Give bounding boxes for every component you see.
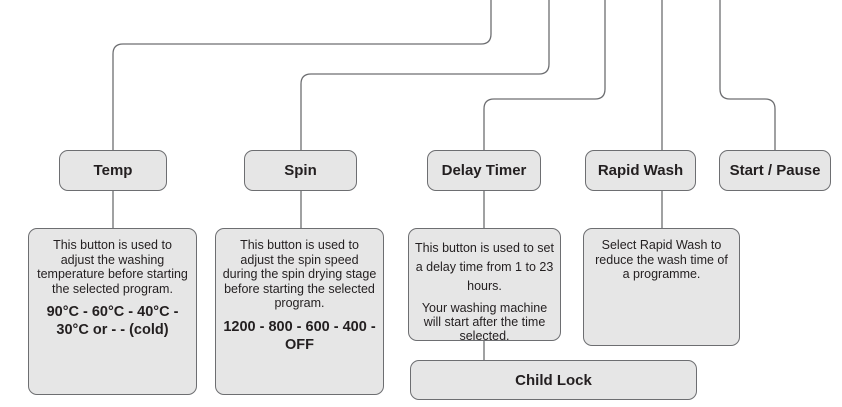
- rapid-wash-button[interactable]: Rapid Wash: [585, 150, 696, 191]
- spin-button[interactable]: Spin: [244, 150, 357, 191]
- spin-values: 1200 - 800 - 600 - 400 - OFF: [223, 318, 376, 353]
- connector-delay-timer: [483, 0, 606, 150]
- temp-description-text: This button is used to adjust the washin…: [37, 238, 188, 296]
- delay-timer-button[interactable]: Delay Timer: [427, 150, 541, 191]
- delay-timer-description-text2: Your washing machine will start after th…: [421, 301, 548, 343]
- delay-timer-description-text: This button is used to set a delay time …: [415, 241, 554, 293]
- delay-timer-description: This button is used to set a delay time …: [408, 228, 561, 343]
- spin-description-text: This button is used to adjust the spin s…: [222, 238, 377, 310]
- spin-description: This button is used to adjust the spin s…: [215, 228, 384, 395]
- start-pause-button[interactable]: Start / Pause: [719, 150, 831, 191]
- connector-start-pause: [719, 0, 776, 150]
- child-lock-button[interactable]: Child Lock: [410, 360, 697, 400]
- connector-spin: [300, 0, 550, 150]
- temp-values: 90°C - 60°C - 40°C - 30°C or - - (cold): [46, 304, 179, 338]
- connector-temp: [112, 0, 492, 150]
- rapid-wash-description: Select Rapid Wash to reduce the wash tim…: [583, 228, 740, 346]
- temp-button[interactable]: Temp: [59, 150, 167, 191]
- temp-description: This button is used to adjust the washin…: [28, 228, 197, 395]
- rapid-wash-description-text: Select Rapid Wash to reduce the wash tim…: [595, 238, 728, 281]
